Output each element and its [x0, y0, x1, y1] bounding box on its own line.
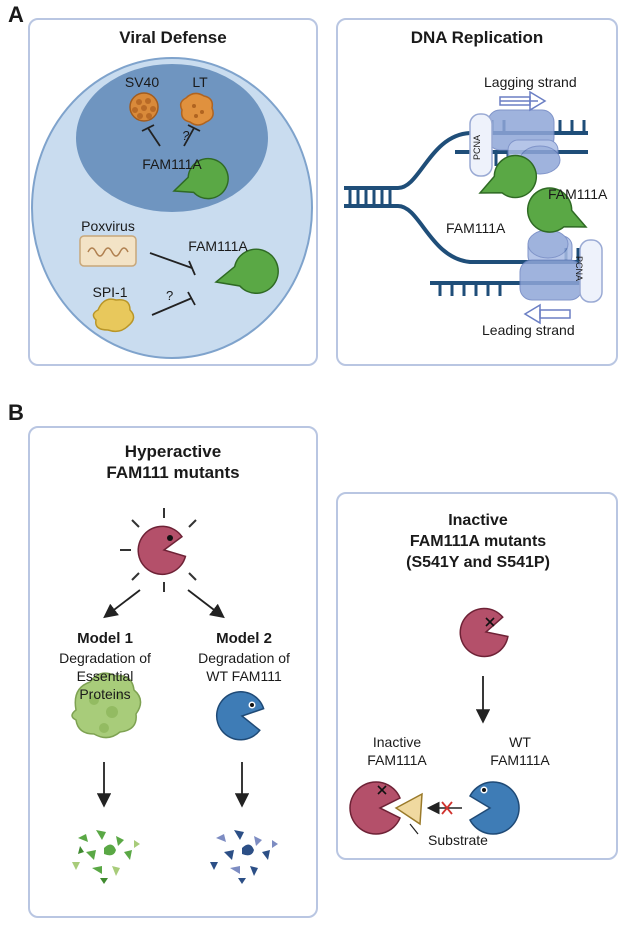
model1-line2: Essential — [76, 668, 134, 684]
spi1-icon — [92, 298, 135, 333]
pcna-top-label: PCNA — [472, 134, 482, 160]
leading-strand-label: Leading strand — [482, 322, 575, 338]
wt-fragments — [210, 830, 278, 884]
lagging-strand-label: Lagging strand — [484, 74, 577, 90]
inactive-title-line1: Inactive — [448, 512, 508, 529]
nucleus — [76, 64, 268, 212]
inactive-mutant-line1: Inactive — [372, 734, 422, 750]
hyperactive-panel — [28, 426, 318, 918]
replisome-bottom — [519, 229, 583, 301]
pcna-bottom-label: PCNA — [574, 256, 584, 282]
fam111a-cytoplasm-label: FAM111A — [188, 238, 248, 254]
question-mark-lt: ? — [182, 128, 190, 143]
model1-line1: Degradation of — [59, 650, 151, 666]
poxvirus-icon — [79, 235, 137, 267]
sv40-label: SV40 — [124, 74, 160, 90]
model1-line3: Proteins — [79, 686, 131, 702]
fam111a-right-label: FAM111A — [548, 186, 608, 202]
pcna-top — [469, 113, 493, 177]
inactive-mutant-line2: FAM111A — [367, 752, 427, 768]
protein-fragments — [72, 830, 140, 884]
inactive-title-line2: FAM111A mutants — [409, 533, 547, 550]
fam111a-left-label: FAM111A — [446, 220, 506, 236]
inactive-title-line3: (S541Y and S541P) — [406, 554, 550, 571]
hyperactive-title-line1: Hyperactive — [124, 442, 222, 461]
model2-title: Model 2 — [216, 630, 272, 647]
dna-replication-title: DNA Replication — [410, 28, 544, 47]
fam111a-nucleus-label: FAM111A — [142, 156, 202, 172]
model2-line2: WT FAM111 — [206, 668, 282, 684]
spi1-label: SPI-1 — [92, 284, 128, 300]
model2-line1: Degradation of — [198, 650, 290, 666]
substrate-icon — [394, 792, 423, 826]
model1-title: Model 1 — [77, 630, 133, 647]
viral-defense-title: Viral Defense — [119, 28, 227, 47]
poxvirus-label: Poxvirus — [81, 218, 135, 234]
wt-line1: WT — [509, 734, 531, 750]
wt-line2: FAM111A — [490, 752, 550, 768]
lt-icon — [179, 92, 214, 126]
lt-label: LT — [192, 74, 208, 90]
substrate-label: Substrate — [428, 832, 488, 848]
dna-replication-panel — [336, 18, 618, 366]
pcna-bottom — [579, 239, 603, 303]
question-mark-spi1: ? — [166, 288, 174, 303]
hyperactive-title-line2: FAM111 mutants — [106, 463, 240, 482]
panel-letter-b: B — [8, 400, 24, 425]
panel-letter-a: A — [8, 2, 24, 27]
essential-protein-icon — [71, 672, 142, 739]
sv40-icon — [129, 92, 159, 122]
